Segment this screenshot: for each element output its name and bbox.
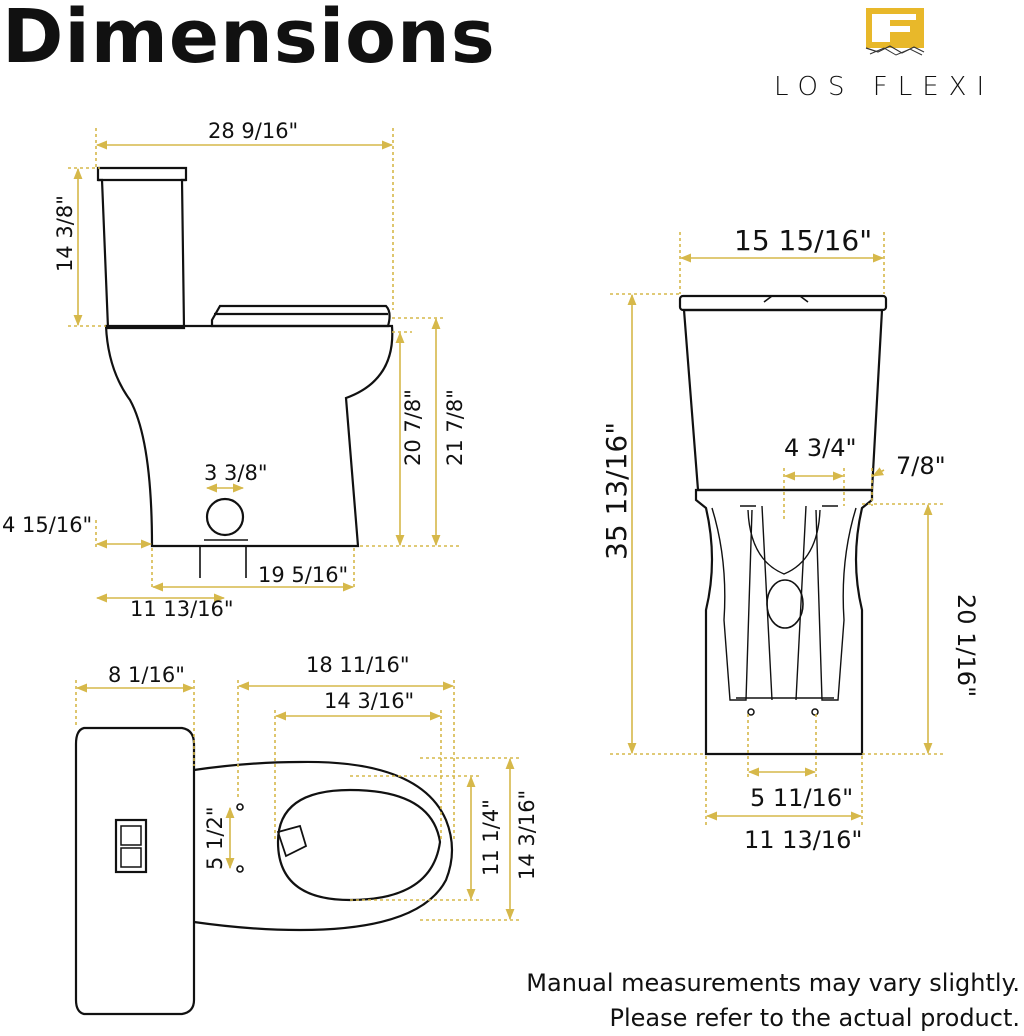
side-view-labels: 28 9/16" 14 3/8" 20 7/8" 21 7/8" 3 3/8" …	[2, 119, 467, 621]
label-overall-length: 28 9/16"	[208, 119, 298, 143]
label-outlet-diameter: 3 3/8"	[204, 461, 268, 485]
label-rim-height: 21 7/8"	[443, 389, 467, 466]
label-seat-opening-length: 14 3/16"	[324, 689, 414, 713]
label-bolt-spacing: 5 1/2"	[203, 807, 227, 871]
brand-name: LOS FLEXI	[774, 72, 995, 102]
label-tank-width: 15 15/16"	[734, 224, 872, 257]
disclaimer-line-2: Please refer to the actual product.	[609, 1004, 1020, 1032]
side-outlet	[205, 497, 245, 537]
side-view-dimension-lines	[68, 128, 460, 603]
disclaimer-note: Manual measurements may vary slightly. P…	[460, 966, 1020, 1036]
top-bowl	[193, 760, 454, 932]
label-bowl-length: 18 11/16"	[306, 653, 410, 677]
label-base-width: 11 13/16"	[744, 826, 862, 854]
label-tank-height: 14 3/8"	[53, 195, 77, 272]
label-base-length: 19 5/16"	[258, 563, 348, 587]
brand-logo-icon	[865, 8, 925, 56]
back-view-labels: 15 15/16" 35 13/16" 4 3/4" 7/8" 20 1/16"…	[600, 224, 980, 854]
label-base-height: 20 1/16"	[952, 594, 980, 697]
back-base	[694, 488, 874, 756]
side-tank	[96, 166, 188, 330]
label-supply-offset: 4 3/4"	[784, 434, 857, 462]
top-tank	[74, 726, 196, 1016]
label-tank-depth: 8 1/16"	[108, 663, 185, 687]
side-view-drawing	[96, 166, 394, 578]
label-back-to-outlet: 4 15/16"	[2, 513, 92, 537]
side-bowl	[104, 324, 394, 548]
back-view-dimension-lines	[610, 232, 946, 826]
label-rough-in: 11 13/16"	[130, 597, 234, 621]
label-bowl-width: 14 3/16"	[515, 790, 539, 880]
side-seat	[210, 304, 391, 328]
label-seat-height: 20 7/8"	[401, 389, 425, 466]
top-flush-button	[114, 818, 148, 874]
label-back-bolt-spacing: 5 11/16"	[750, 784, 853, 812]
label-seat-opening-width: 11 1/4"	[479, 799, 503, 876]
top-view-dimension-lines	[75, 680, 520, 921]
page-title: Dimensions	[2, 0, 496, 80]
back-tank	[682, 308, 884, 492]
top-seat-opening	[276, 788, 442, 902]
back-tank-lid	[678, 294, 888, 312]
back-view-drawing	[678, 294, 888, 756]
disclaimer-line-1: Manual measurements may vary slightly.	[526, 969, 1020, 997]
label-overall-height: 35 13/16"	[600, 422, 633, 560]
label-supply-gap: 7/8"	[896, 452, 946, 480]
top-view-labels: 8 1/16" 18 11/16" 14 3/16" 5 1/2" 11 1/4…	[108, 653, 539, 880]
top-view-drawing	[74, 726, 454, 1016]
